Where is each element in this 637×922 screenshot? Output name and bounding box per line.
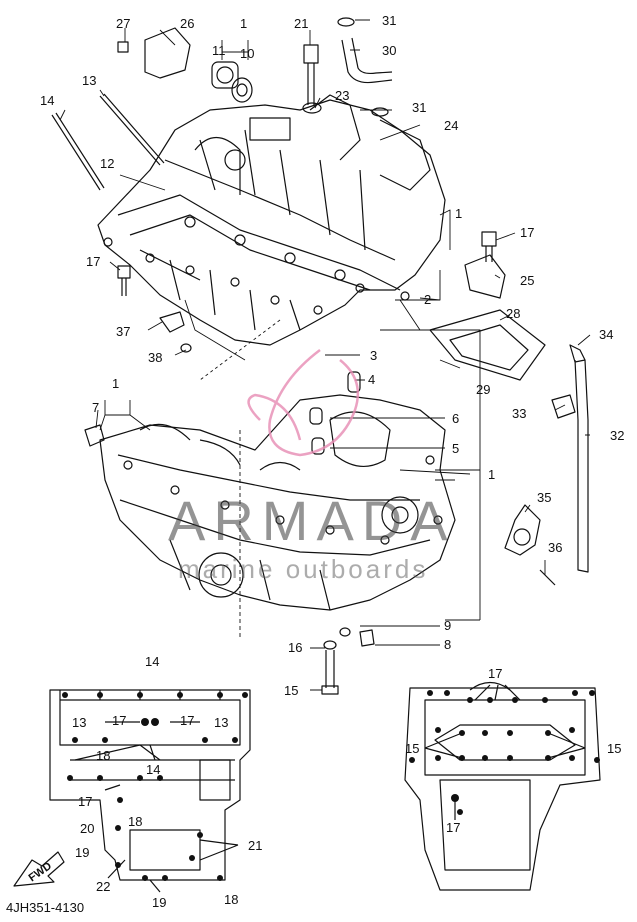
bearing-seal [144,27,253,103]
callout-26: 26 [180,16,194,31]
callout-17-right: 17 [520,225,534,240]
watermark-title: ARMADA [168,489,456,552]
callout-18-inset-a: 18 [96,748,110,763]
callout-17-inset-a: 17 [112,713,126,728]
dowels [309,371,361,455]
callout-1-right: 1 [455,206,462,221]
bracket-plate [429,254,589,586]
callout-labels: 1 11 10 26 27 21 31 30 23 31 24 13 14 12… [40,13,624,910]
callout-2: 2 [424,292,431,307]
drain-plug [321,627,375,695]
callout-24: 24 [444,118,458,133]
inset-right [404,681,601,891]
callout-15-main: 15 [284,683,298,698]
callout-21-inset: 21 [248,838,262,853]
callout-25: 25 [520,273,534,288]
callout-9: 9 [444,618,451,633]
callout-33: 33 [512,406,526,421]
callout-7: 7 [92,400,99,415]
callout-21-top: 21 [294,16,308,31]
callout-12: 12 [100,156,114,171]
callout-17-right-inset-top: 17 [488,666,502,681]
callout-18-inset-c: 18 [224,892,238,907]
callout-14-inset-b: 14 [146,762,160,777]
callout-30: 30 [382,43,396,58]
callout-14-main: 14 [40,93,54,108]
sensor [159,311,192,353]
callout-31-top: 31 [382,13,396,28]
callout-31-mid: 31 [412,100,426,115]
callout-1-lower-right: 1 [488,467,495,482]
callout-17-left: 17 [86,254,100,269]
callout-15-right-inset-right: 15 [607,741,621,756]
callout-15-right-inset-left: 15 [405,741,419,756]
callout-13-inset-right: 13 [214,715,228,730]
fwd-arrow [13,851,65,887]
part-code: 4JH351-4130 [6,900,85,915]
callout-27: 27 [116,16,130,31]
fwd-label: FWD [27,860,54,884]
callout-8: 8 [444,637,451,652]
callout-28: 28 [506,306,520,321]
callout-6: 6 [452,411,459,426]
callout-35: 35 [537,490,551,505]
callout-19-inset-a: 19 [75,845,89,860]
callout-1-upper: 1 [240,16,247,31]
callout-11: 11 [212,43,226,58]
callout-19-inset-b: 19 [152,895,166,910]
studs-upper [51,41,497,296]
inset-left [49,689,251,893]
lower-crankcase [84,394,456,611]
callout-5: 5 [452,441,459,456]
watermark-subtitle: marine outboards [178,554,429,584]
callout-10: 10 [240,46,254,61]
callout-4: 4 [368,372,375,387]
callout-36: 36 [548,540,562,555]
callout-17-inset-b: 17 [180,713,194,728]
callout-17-inset-c: 17 [78,794,92,809]
callout-29: 29 [476,382,490,397]
callout-20: 20 [80,821,94,836]
callout-13-inset-left: 13 [72,715,86,730]
watermark-logo [247,349,360,457]
callout-34: 34 [599,327,613,342]
callout-14-inset: 14 [145,654,159,669]
callout-32: 32 [610,428,624,443]
callout-22: 22 [96,879,110,894]
callout-38: 38 [148,350,162,365]
callout-1-lower: 1 [112,376,119,391]
callout-17-right-inset-bottom: 17 [446,820,460,835]
callout-16: 16 [288,640,302,655]
callout-3: 3 [370,348,377,363]
upper-crankcase [97,94,446,346]
leader-lines [59,19,591,691]
callout-13-main: 13 [82,73,96,88]
breather-hose [302,17,393,117]
callout-37: 37 [116,324,130,339]
callout-18-inset-b: 18 [128,814,142,829]
callout-23: 23 [335,88,349,103]
